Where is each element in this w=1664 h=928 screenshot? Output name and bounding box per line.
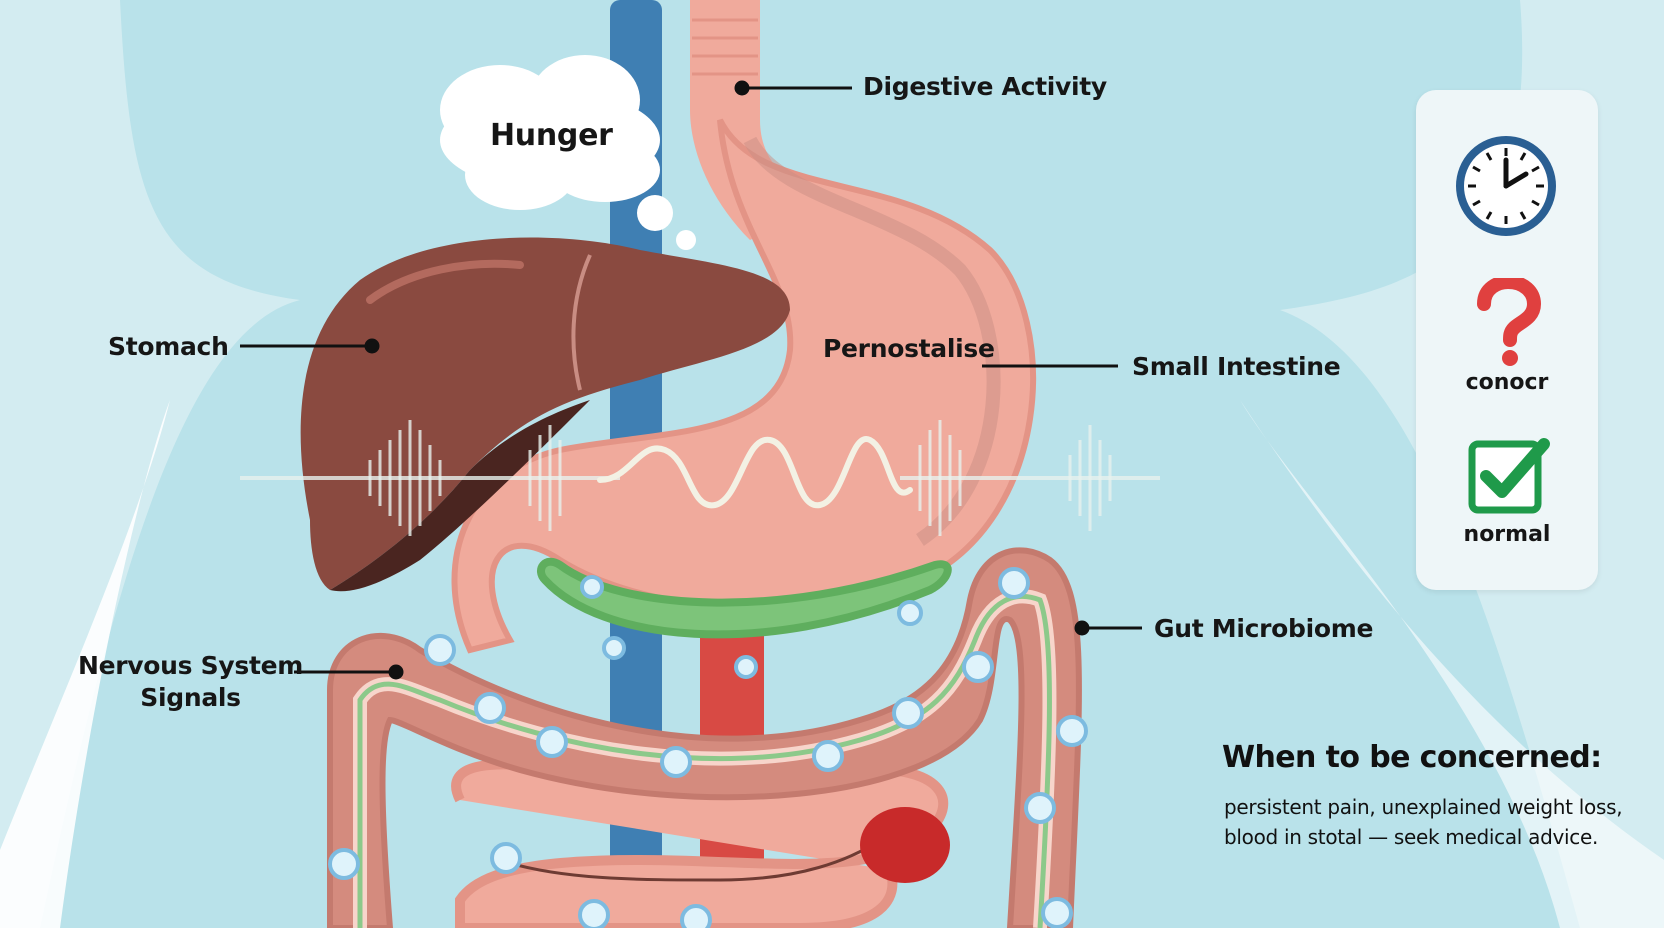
- concern-label: conocr: [1465, 370, 1549, 395]
- digestive-activity-label: Digestive Activity: [863, 72, 1107, 101]
- hunger-cloud: [440, 55, 696, 250]
- liver-shadow: [330, 400, 590, 592]
- gut-microbiome-label: Gut Microbiome: [1154, 614, 1374, 643]
- stomach-label: Stomach: [108, 332, 229, 361]
- hunger-label: Hunger: [490, 118, 613, 153]
- peristalsis-wave: [597, 436, 913, 509]
- stomach-organ: [451, 118, 1037, 654]
- normal-label: normal: [1463, 522, 1551, 547]
- liver-highlight: [366, 259, 524, 304]
- stomach-inner-wall: [743, 136, 1001, 546]
- nervous-system-label-line2: Signals: [140, 683, 241, 712]
- leader-lines: [240, 80, 1142, 680]
- body-white-right: [1240, 400, 1664, 928]
- body-white-left: [0, 400, 170, 928]
- large-intestine: [327, 547, 1082, 928]
- clock-icon: [1456, 136, 1556, 236]
- appendix-spot: [860, 807, 950, 883]
- concern-note-line2: blood in stotal — seek medical advice.: [1224, 825, 1599, 849]
- nervous-system-label-line1: Nervous System: [78, 651, 303, 680]
- concern-note-body: persistent pain, unexplained weight loss…: [1224, 792, 1644, 852]
- checkmark-icon: [1468, 438, 1550, 514]
- small-intestine-label: Small Intestine: [1132, 352, 1341, 381]
- liver-lobe-line: [571, 254, 592, 391]
- concern-note-title: When to be concerned:: [1222, 740, 1602, 775]
- sound-bars: [368, 420, 1112, 536]
- microbiome-bubbles: [328, 567, 1088, 928]
- nervous-system-label: Nervous System Signals: [78, 650, 303, 714]
- legend-panel: conocr normal: [1416, 90, 1598, 590]
- small-intestine-groove: [499, 838, 881, 882]
- esophagus-rings: [692, 18, 758, 76]
- pancreas: [537, 557, 952, 639]
- esophagus: [690, 0, 830, 240]
- question-mark-icon: [1477, 278, 1542, 366]
- concern-note-line1: persistent pain, unexplained weight loss…: [1224, 795, 1623, 819]
- pernostalise-label: Pernostalise: [823, 334, 995, 363]
- liver: [300, 237, 790, 590]
